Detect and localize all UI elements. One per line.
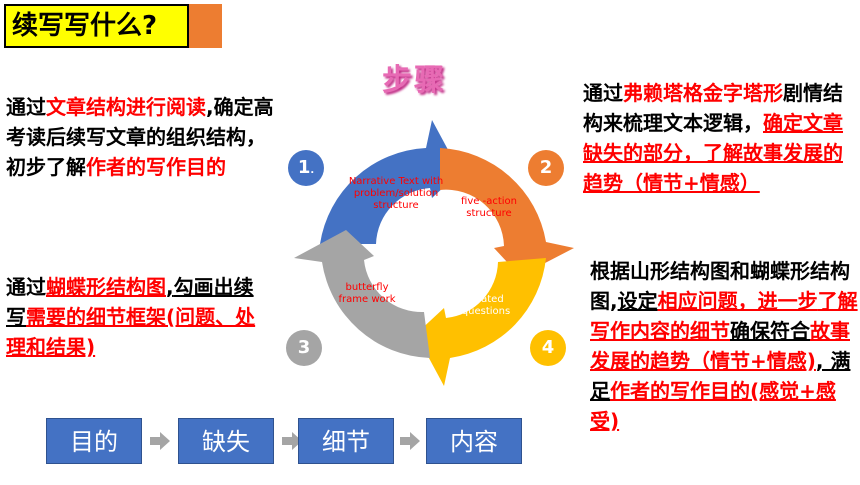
step4-description: 根据山形结构图和蝴蝶形结构图,设定相应问题，进一步了解写作内容的细节确保符合故事… — [590, 256, 858, 436]
step3-description: 通过蝴蝶形结构图,勾画出续写需要的细节框架(问题、处理和结果) — [6, 272, 266, 362]
text-segment: 弗赖塔格金字塔形 — [623, 81, 783, 105]
flow-box-missing: 缺失 — [178, 418, 274, 464]
text-segment: , 满足 — [590, 349, 851, 403]
text-segment: 需要的细节框架(问题、处理和结果) — [6, 305, 256, 359]
text-segment: 蝴蝶形结构图 — [46, 275, 166, 299]
step-number-1: 1. — [288, 150, 324, 186]
flow-box-details: 细节 — [298, 418, 394, 464]
steps-heading: 步骤 — [382, 63, 446, 98]
text-segment: 故事发展的趋势（情节+情感) — [590, 319, 850, 373]
text-segment: 确定文章缺失的部分，了解故事发展的趋势（情节+情感） — [583, 111, 843, 195]
text-segment: 通过 — [6, 95, 46, 119]
text-segment: 确保符合 — [730, 319, 810, 343]
text-segment: 通过 — [6, 275, 46, 299]
cycle-segment-gold — [416, 258, 546, 386]
title-box: 续写写什么? — [4, 4, 222, 48]
title-accent-block — [189, 4, 222, 48]
arrow-right-icon — [150, 432, 170, 450]
step-number-4: 4 — [530, 330, 566, 366]
step2-description: 通过弗赖塔格金字塔形剧情结构来梳理文本逻辑，确定文章缺失的部分，了解故事发展的趋… — [583, 78, 853, 198]
text-segment: 勾画出续写 — [6, 275, 254, 329]
cycle-label-4: butterfly frame work — [338, 282, 396, 305]
text-segment: ,确定高考读后续写文章的组织结构，初步了解 — [6, 95, 274, 179]
text-segment: 设定 — [617, 289, 658, 313]
flow-box-purpose: 目的 — [46, 418, 142, 464]
step1-description: 通过文章结构进行阅读,确定高考读后续写文章的组织结构，初步了解作者的写作目的 — [6, 92, 281, 182]
text-segment: 作者的写作目的(感觉+感受) — [590, 379, 836, 433]
arrow-right-icon — [282, 432, 302, 450]
text-segment: 作者的写作目的 — [86, 155, 226, 179]
text-segment: 通过 — [583, 81, 623, 105]
step-number-3: 3 — [286, 330, 322, 366]
text-segment: 文章结构进行阅读 — [46, 95, 206, 119]
text-segment: 了解写作内容的细节 — [590, 289, 858, 343]
text-segment: 根据山形结构图和蝴蝶形结构图, — [590, 259, 850, 313]
flow-box-content: 内容 — [426, 418, 522, 464]
text-segment: 相应问题，进一步 — [657, 289, 818, 313]
text-segment: , — [166, 275, 174, 299]
page-title: 续写写什么? — [4, 4, 189, 48]
text-segment: 剧情结构来梳理文本逻辑， — [583, 81, 843, 135]
cycle-label-2: five -action structure — [461, 196, 517, 219]
arrow-right-icon — [400, 432, 420, 450]
cycle-label-3: related questions — [461, 294, 511, 317]
cycle-label-1: Narrative Text with problem/solution str… — [348, 176, 444, 211]
step-number-2: 2 — [528, 150, 564, 186]
